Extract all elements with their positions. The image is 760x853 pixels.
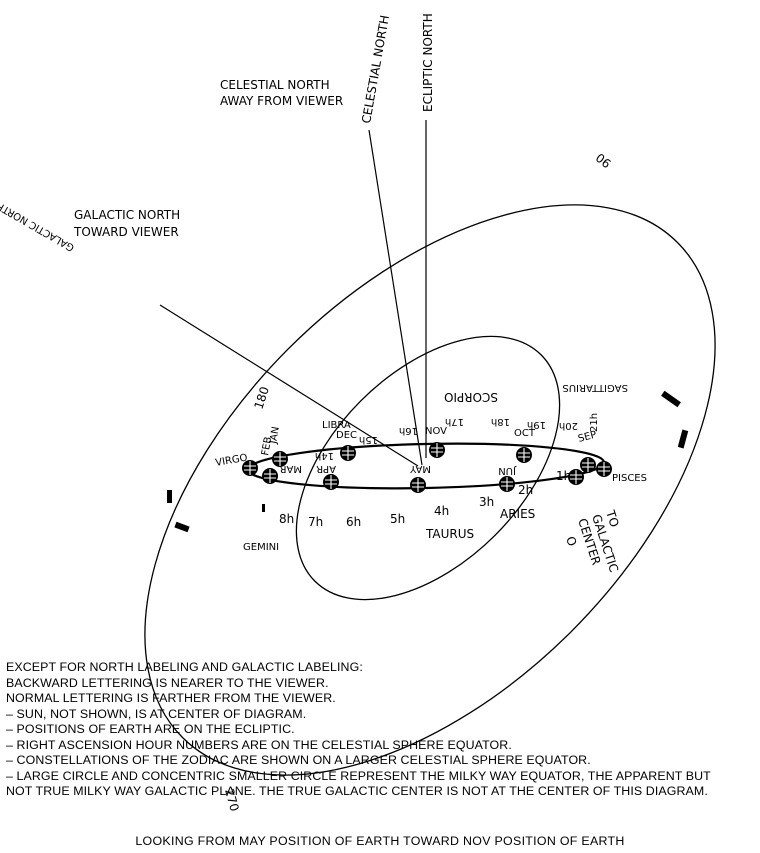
constellation-taurus: TAURUS: [425, 527, 474, 541]
ecliptic-north-label: ECLIPTIC NORTH: [421, 13, 435, 112]
celestial-north-label: CELESTIAL NORTH: [359, 14, 392, 124]
ra-hour-14h: 14h: [315, 450, 334, 461]
distant-mark-far-right: [677, 429, 689, 449]
month-sep: SEP: [577, 429, 598, 444]
earth-grid-lines: [501, 477, 513, 491]
small-mark-8h: [262, 504, 265, 512]
constellation-sagittarius: SAGITTARIUS: [562, 382, 628, 393]
ra-hour-1h: 1h: [556, 469, 571, 483]
galactic-equator-small-circle: [295, 335, 561, 601]
month-dec: DEC: [336, 430, 357, 441]
note-line: NORMAL LETTERING IS FARTHER FROM THE VIE…: [6, 691, 336, 705]
month-jan: JAN: [268, 426, 282, 446]
ra-hour-21h: 21h: [589, 413, 600, 432]
ra-hour-15h: 15h: [359, 434, 378, 445]
note-line: – SUN, NOT SHOWN, IS AT CENTER OF DIAGRA…: [6, 706, 307, 721]
constellation-gemini: GEMINI: [243, 542, 279, 553]
ra-hour-5h: 5h: [390, 512, 405, 526]
earth-grid-lines: [412, 478, 424, 492]
galactic-equator-large-circle: [144, 204, 716, 776]
ra-hour-2h: 2h: [518, 483, 533, 497]
ra-hour-4h: 4h: [434, 504, 449, 518]
constellation-pisces: PISCES: [612, 473, 647, 484]
celestial-north-note-line1: CELESTIAL NORTH: [220, 78, 330, 92]
note-line: BACKWARD LETTERING IS NEARER TO THE VIEW…: [6, 675, 329, 690]
constellation-libra: LIBRA: [322, 420, 351, 431]
month-oct: OCT: [514, 428, 536, 439]
earth-grid-lines: [598, 462, 610, 476]
ra-hour-7h: 7h: [308, 515, 323, 529]
celestial-north-note-line2: AWAY FROM VIEWER: [220, 94, 343, 108]
ra-hour-19h: 19h: [527, 419, 546, 430]
constellation-scorpio: SCORPIO: [444, 390, 498, 404]
galactic-north-line: [159, 304, 419, 467]
earth-grid-lines: [582, 458, 594, 472]
galactic-longitude-180: 180: [252, 385, 272, 411]
month-jun: JUN: [498, 465, 517, 476]
galactic-center-label-line4: O: [563, 535, 579, 548]
earth-positions: [242, 442, 612, 493]
note-line: – RIGHT ASCENSION HOUR NUMBERS ARE ON TH…: [6, 737, 512, 752]
earth-grid-lines: [342, 446, 354, 460]
earth-grid-lines: [274, 452, 286, 466]
galactic-longitude-90: 90: [593, 150, 614, 170]
ra-hour-20h: 20h: [559, 420, 578, 431]
distant-mark-lower-left: [174, 521, 190, 533]
constellation-aries: ARIES: [500, 507, 535, 521]
month-nov: NOV: [425, 426, 447, 437]
galactic-north-note-line2: TOWARD VIEWER: [73, 225, 179, 239]
note-line: EXCEPT FOR NORTH LABELING AND GALACTIC L…: [6, 660, 363, 674]
ra-hour-3h: 3h: [479, 495, 494, 509]
month-mar: MAR: [280, 463, 302, 474]
month-may: MAY: [409, 463, 431, 474]
earth-grid-lines: [325, 475, 337, 489]
ra-hour-18h: 18h: [491, 416, 510, 427]
notes-block: EXCEPT FOR NORTH LABELING AND GALACTIC L…: [6, 660, 758, 800]
earth-grid-lines: [431, 443, 443, 457]
earth-grid-lines: [244, 461, 256, 475]
distant-mark-right: [661, 390, 681, 408]
galactic-north-note-line1: GALACTIC NORTH: [74, 208, 180, 222]
diagram-caption: LOOKING FROM MAY POSITION OF EARTH TOWAR…: [135, 834, 625, 848]
distant-mark-left: [167, 490, 172, 503]
galactic-longitude-270: 270: [222, 787, 241, 813]
month-apr: APR: [316, 463, 336, 474]
celestial-north-line: [368, 129, 423, 466]
note-line: – CONSTELLATIONS OF THE ZODIAC ARE SHOWN…: [6, 753, 591, 767]
note-line: NOT TRUE MILKY WAY GALACTIC PLANE. THE T…: [6, 784, 708, 798]
earth-grid-lines: [518, 448, 530, 462]
ra-hour-6h: 6h: [346, 515, 361, 529]
earth-grid-lines: [264, 469, 276, 483]
ra-hour-17h: 17h: [445, 416, 464, 427]
note-line: – LARGE CIRCLE AND CONCENTRIC SMALLER CI…: [6, 768, 711, 783]
galactic-center-label-line1: TO: [603, 508, 622, 529]
earth-grid-lines: [570, 470, 582, 484]
note-line: – POSITIONS OF EARTH ARE ON THE ECLIPTIC…: [6, 722, 295, 736]
month-feb: FEB: [260, 436, 274, 457]
galactic-north-reversed-label: GALACTIC NORTH: [0, 199, 77, 253]
ra-hour-16h: 16h: [399, 425, 418, 436]
ra-hour-8h: 8h: [279, 512, 294, 526]
